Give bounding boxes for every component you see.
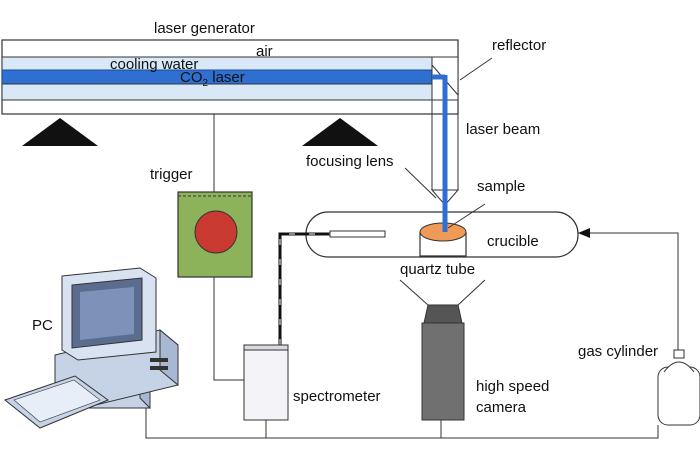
- crucible: [419, 222, 467, 257]
- laser-generator: [1, 39, 459, 115]
- label-trigger: trigger: [150, 166, 193, 183]
- support-left: [22, 118, 98, 146]
- wires: [145, 114, 679, 439]
- label-laser-generator: laser generator: [154, 20, 255, 37]
- trigger-device: [177, 191, 253, 278]
- spectrometer-device: [243, 344, 289, 421]
- fiber-optic-cable: [278, 230, 386, 345]
- co2-main: CO: [180, 69, 203, 86]
- high-speed-camera: [399, 279, 486, 421]
- label-co2-laser: CO2 laser: [180, 69, 245, 89]
- support-right: [302, 118, 378, 146]
- co2-suffix: laser: [208, 69, 245, 86]
- label-quartz-tube: quartz tube: [400, 261, 475, 278]
- label-camera: camera: [476, 399, 527, 416]
- label-spectrometer: spectrometer: [293, 388, 381, 405]
- pc-computer: [3, 267, 179, 429]
- sample-callout: [447, 203, 486, 229]
- label-pc: PC: [32, 317, 53, 334]
- cooling-band: [1, 83, 433, 101]
- label-focusing-lens: focusing lens: [306, 153, 394, 170]
- label-crucible: crucible: [487, 233, 539, 250]
- gas-arrow: [578, 228, 590, 238]
- reflector-callout: [459, 57, 493, 81]
- co2-subscript: 2: [203, 78, 209, 89]
- focusing-lens-callout: [404, 167, 437, 199]
- label-cooling-water: cooling water: [110, 56, 198, 73]
- label-sample: sample: [477, 178, 525, 195]
- gas-cylinder-device: [657, 349, 700, 426]
- label-laser-beam: laser beam: [466, 121, 540, 138]
- trigger-button: [194, 210, 238, 254]
- label-high-speed: high speed: [476, 378, 549, 395]
- label-gas-cylinder: gas cylinder: [578, 343, 658, 360]
- label-air: air: [256, 43, 273, 60]
- label-reflector: reflector: [492, 37, 546, 54]
